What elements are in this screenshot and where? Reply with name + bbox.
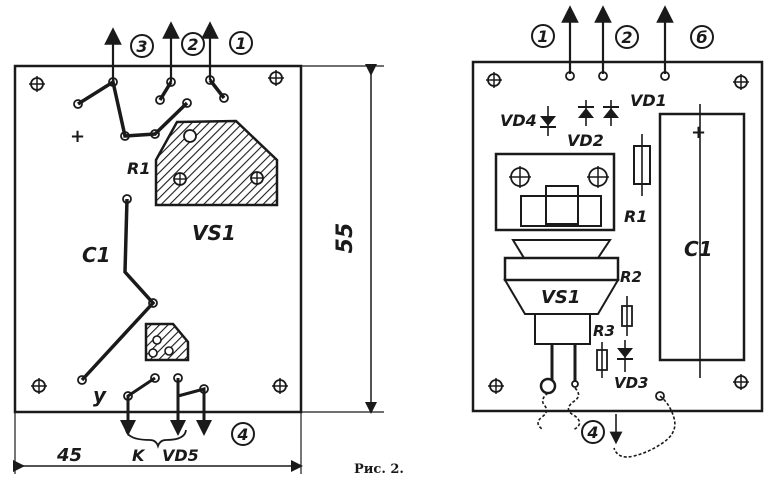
vs1-label: VS1 bbox=[192, 221, 236, 245]
plus-sign: + bbox=[70, 126, 85, 147]
terminal-label: 2 bbox=[187, 35, 198, 54]
vd4-label: VD4 bbox=[500, 111, 537, 130]
left-traces-c1 bbox=[77, 194, 158, 385]
left-board-outline bbox=[13, 64, 303, 414]
twisted-wires bbox=[537, 387, 676, 458]
vd5-label: VD5 bbox=[162, 446, 199, 465]
y-label: y bbox=[93, 383, 107, 407]
vd1-label: VD1 bbox=[630, 91, 667, 110]
r3-resistor bbox=[596, 342, 608, 378]
mounting-hole-icon bbox=[272, 378, 288, 394]
right-terminal-4: 4 bbox=[581, 420, 605, 444]
mounting-hole-icon bbox=[268, 70, 284, 86]
c1-label: C1 bbox=[684, 237, 713, 261]
vs1-thyristor bbox=[494, 152, 620, 395]
left-board: 3 2 1 + R1 bbox=[13, 21, 384, 474]
terminal-label: 4 bbox=[236, 425, 248, 444]
vd2-diode-icon bbox=[578, 100, 594, 126]
r3-label: R3 bbox=[593, 322, 615, 340]
right-terminal-2: 2 bbox=[615, 25, 639, 49]
left-output-arrows bbox=[104, 21, 219, 82]
mounting-hole-icon bbox=[29, 76, 45, 92]
dim-width-label: 45 bbox=[56, 445, 82, 466]
mounting-hole-icon bbox=[486, 72, 502, 88]
vd3-label: VD3 bbox=[614, 374, 649, 392]
r2-resistor bbox=[621, 296, 633, 336]
left-terminal-1: 1 bbox=[229, 31, 253, 55]
right-mounting-holes bbox=[486, 72, 749, 394]
terminal-label: 1 bbox=[537, 27, 548, 46]
left-traces-bottom bbox=[120, 373, 212, 449]
terminal-label: 2 bbox=[621, 28, 632, 47]
terminal-label: 1 bbox=[235, 34, 246, 53]
terminal-label: 3 bbox=[136, 37, 147, 56]
right-board: 1 2 б VD4 VD2 VD1 R1 + C1 bbox=[471, 5, 764, 458]
dimension-height: 55 bbox=[301, 64, 384, 414]
mounting-hole-icon bbox=[488, 378, 504, 394]
left-terminal-4: 4 bbox=[231, 422, 255, 446]
terminal-label: 4 bbox=[586, 423, 598, 442]
mounting-hole-icon bbox=[31, 378, 47, 394]
c1-plus: + bbox=[691, 122, 706, 143]
r1-label: R1 bbox=[127, 159, 150, 178]
dimension-width: 45 bbox=[13, 412, 303, 474]
k-label: K bbox=[132, 446, 146, 465]
left-terminal-2: 2 bbox=[181, 32, 205, 56]
vd2-label: VD2 bbox=[567, 131, 604, 150]
dim-height-label: 55 bbox=[333, 223, 358, 254]
vd1-diode-icon bbox=[603, 100, 619, 126]
r1-label: R1 bbox=[624, 207, 647, 226]
diode-icons-top bbox=[540, 100, 619, 136]
r1-resistor bbox=[633, 134, 651, 196]
mounting-hole-icon bbox=[733, 374, 749, 390]
right-terminal-6: б bbox=[690, 25, 714, 49]
vd3-diode-icon bbox=[617, 340, 633, 372]
vs1-pad bbox=[154, 119, 279, 207]
r2-label: R2 bbox=[620, 268, 642, 286]
left-terminal-3: 3 bbox=[130, 34, 154, 58]
mounting-hole-icon bbox=[733, 74, 749, 90]
right-board-outline bbox=[471, 60, 764, 413]
terminal-label: б bbox=[696, 28, 707, 47]
vd4-diode-icon bbox=[540, 106, 556, 136]
c1-capacitor bbox=[658, 104, 746, 378]
right-terminal-1: 1 bbox=[531, 24, 555, 48]
left-traces-top bbox=[73, 75, 229, 141]
left-mounting-holes bbox=[29, 70, 288, 394]
vs1-label: VS1 bbox=[541, 287, 580, 308]
vd5-pad bbox=[144, 322, 190, 362]
figure-caption: Рис. 2. bbox=[354, 462, 404, 477]
right-output-arrows bbox=[561, 5, 674, 81]
c1-label: C1 bbox=[82, 243, 111, 267]
